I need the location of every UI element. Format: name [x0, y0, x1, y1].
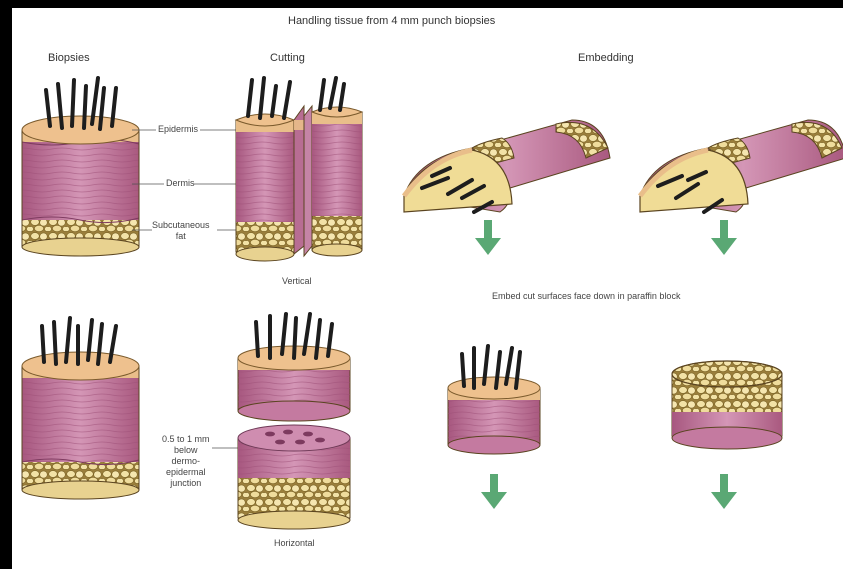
embed-instruction: Embed cut surfaces face down in paraffin… [492, 291, 680, 301]
embedded-half-cylinder-right [640, 120, 843, 212]
label-vertical: Vertical [282, 276, 312, 286]
embedded-cylinder-fat-up [672, 361, 782, 449]
label-subcutaneous-fat: Subcutaneous fat [152, 220, 210, 242]
figure-title: Handling tissue from 4 mm punch biopsies [288, 15, 495, 27]
arrow-down-icon [475, 220, 501, 255]
column-header-biopsies: Biopsies [48, 52, 90, 64]
horizontal-cut-cylinder [238, 314, 350, 529]
label-junction-depth: 0.5 to 1 mm below dermo- epidermal junct… [162, 434, 210, 489]
diagram-artwork [12, 8, 843, 569]
biopsy-cylinder-bottom [22, 318, 139, 499]
label-dermis: Dermis [166, 178, 195, 188]
embedded-cylinder-epidermis-up [448, 346, 540, 454]
label-horizontal: Horizontal [274, 538, 315, 548]
label-epidermis: Epidermis [158, 124, 198, 134]
biopsy-cylinder-top [22, 78, 139, 256]
vertical-cut-cylinder [236, 78, 362, 261]
column-header-embedding: Embedding [578, 52, 634, 64]
column-header-cutting: Cutting [270, 52, 305, 64]
arrow-down-icon [481, 474, 507, 509]
embedded-half-cylinder-left [404, 120, 610, 212]
arrow-down-icon [711, 474, 737, 509]
figure-panel: Handling tissue from 4 mm punch biopsies… [12, 8, 843, 569]
arrow-down-icon [711, 220, 737, 255]
